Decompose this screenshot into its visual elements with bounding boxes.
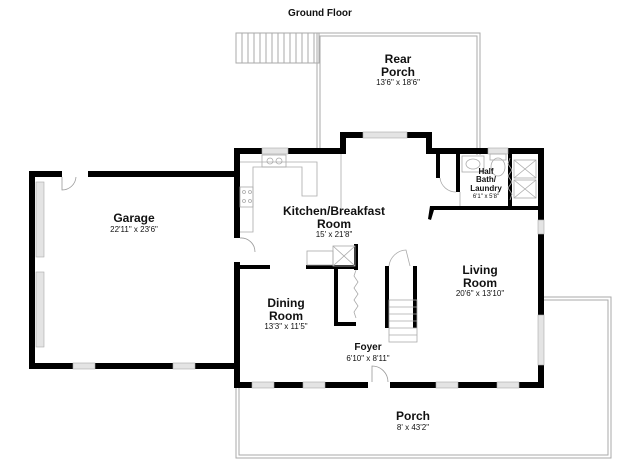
room-dimensions: 6'1" x 5'8" bbox=[472, 194, 500, 201]
room-name: Bath/ bbox=[476, 175, 496, 185]
room-name: Laundry bbox=[470, 183, 502, 193]
doors bbox=[61, 171, 390, 388]
room-dimensions: 6'10" x 8'11" bbox=[346, 353, 390, 363]
room-name: Room bbox=[269, 308, 303, 323]
room-name: Half bbox=[478, 167, 494, 176]
room-dimensions: 13'6" x 18'6" bbox=[376, 78, 420, 88]
room-name: Rear bbox=[384, 52, 412, 66]
room-dimensions: 8' x 43'2" bbox=[396, 422, 430, 432]
room-name: Room bbox=[316, 216, 351, 231]
room-name: Dining bbox=[267, 296, 305, 310]
fixtures bbox=[239, 153, 537, 343]
room-label-foyer: Foyer 6'10" x 8'11" bbox=[346, 342, 390, 363]
room-dimensions: 22'11" x 23'6" bbox=[110, 224, 158, 234]
room-name: Porch bbox=[380, 64, 415, 79]
room-name: Garage bbox=[113, 211, 155, 225]
room-label-living-room: Living Room 20'6" x 13'10" bbox=[456, 264, 504, 299]
interior-walls bbox=[236, 154, 538, 328]
room-name: Foyer bbox=[354, 342, 382, 353]
room-name: Room bbox=[462, 275, 497, 290]
exterior-walls bbox=[29, 132, 544, 388]
room-name: Kitchen/Breakfast bbox=[282, 204, 386, 218]
room-label-kitchen: Kitchen/Breakfast Room 15' x 21'8" bbox=[283, 205, 385, 240]
room-name: Living bbox=[462, 263, 498, 277]
floor-title: Ground Floor bbox=[288, 8, 352, 19]
room-label-rear-porch: Rear Porch 13'6" x 18'6" bbox=[376, 53, 420, 88]
room-label-half-bath: Half Bath/ Laundry 6'1" x 5'8" bbox=[470, 167, 502, 201]
room-dimensions: 13'3" x 11'5" bbox=[264, 322, 308, 332]
windows bbox=[35, 131, 545, 389]
rear-stairs bbox=[235, 32, 320, 64]
room-label-porch: Porch 8' x 43'2" bbox=[396, 410, 430, 432]
room-dimensions: 20'6" x 13'10" bbox=[455, 289, 505, 299]
room-name: Porch bbox=[395, 409, 431, 423]
front-porch-outline bbox=[235, 296, 612, 459]
room-dimensions: 15' x 21'8" bbox=[315, 230, 353, 240]
room-label-garage: Garage 22'11" x 23'6" bbox=[110, 212, 158, 234]
rear-porch-outline bbox=[316, 32, 481, 155]
room-label-dining-room: Dining Room 13'3" x 11'5" bbox=[264, 297, 307, 332]
